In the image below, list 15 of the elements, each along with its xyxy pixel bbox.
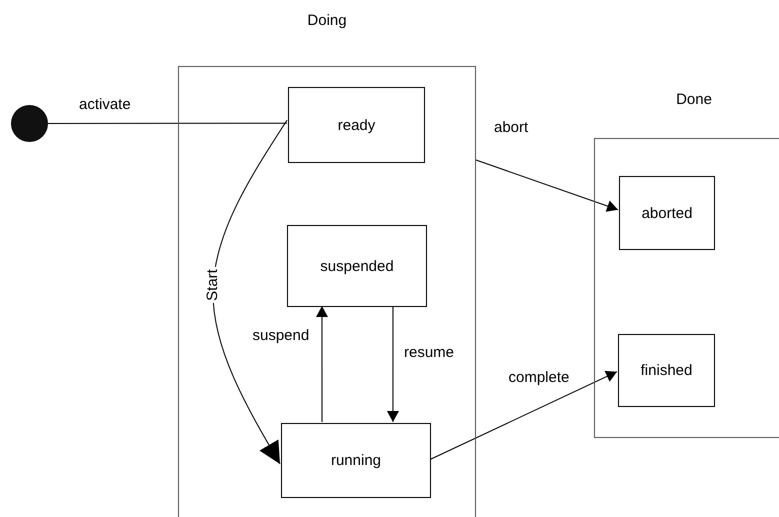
state-box: suspended [287, 225, 427, 307]
initial-state-dot [11, 105, 48, 142]
transition-arrow [386, 306, 399, 422]
transition-arrow [316, 306, 328, 422]
state-box: finished [618, 334, 715, 407]
state-group-title: Doing [306, 12, 348, 29]
edge-label: complete [506, 369, 572, 387]
transition-arrow [476, 160, 618, 212]
transition-arrow [430, 370, 618, 460]
edge-label: suspend [250, 327, 312, 345]
state-box: aborted [619, 176, 715, 250]
state-group-title: Done [675, 91, 713, 108]
state-box: ready [288, 87, 425, 163]
transition-arrow [212, 120, 288, 464]
state-box: running [281, 423, 431, 498]
